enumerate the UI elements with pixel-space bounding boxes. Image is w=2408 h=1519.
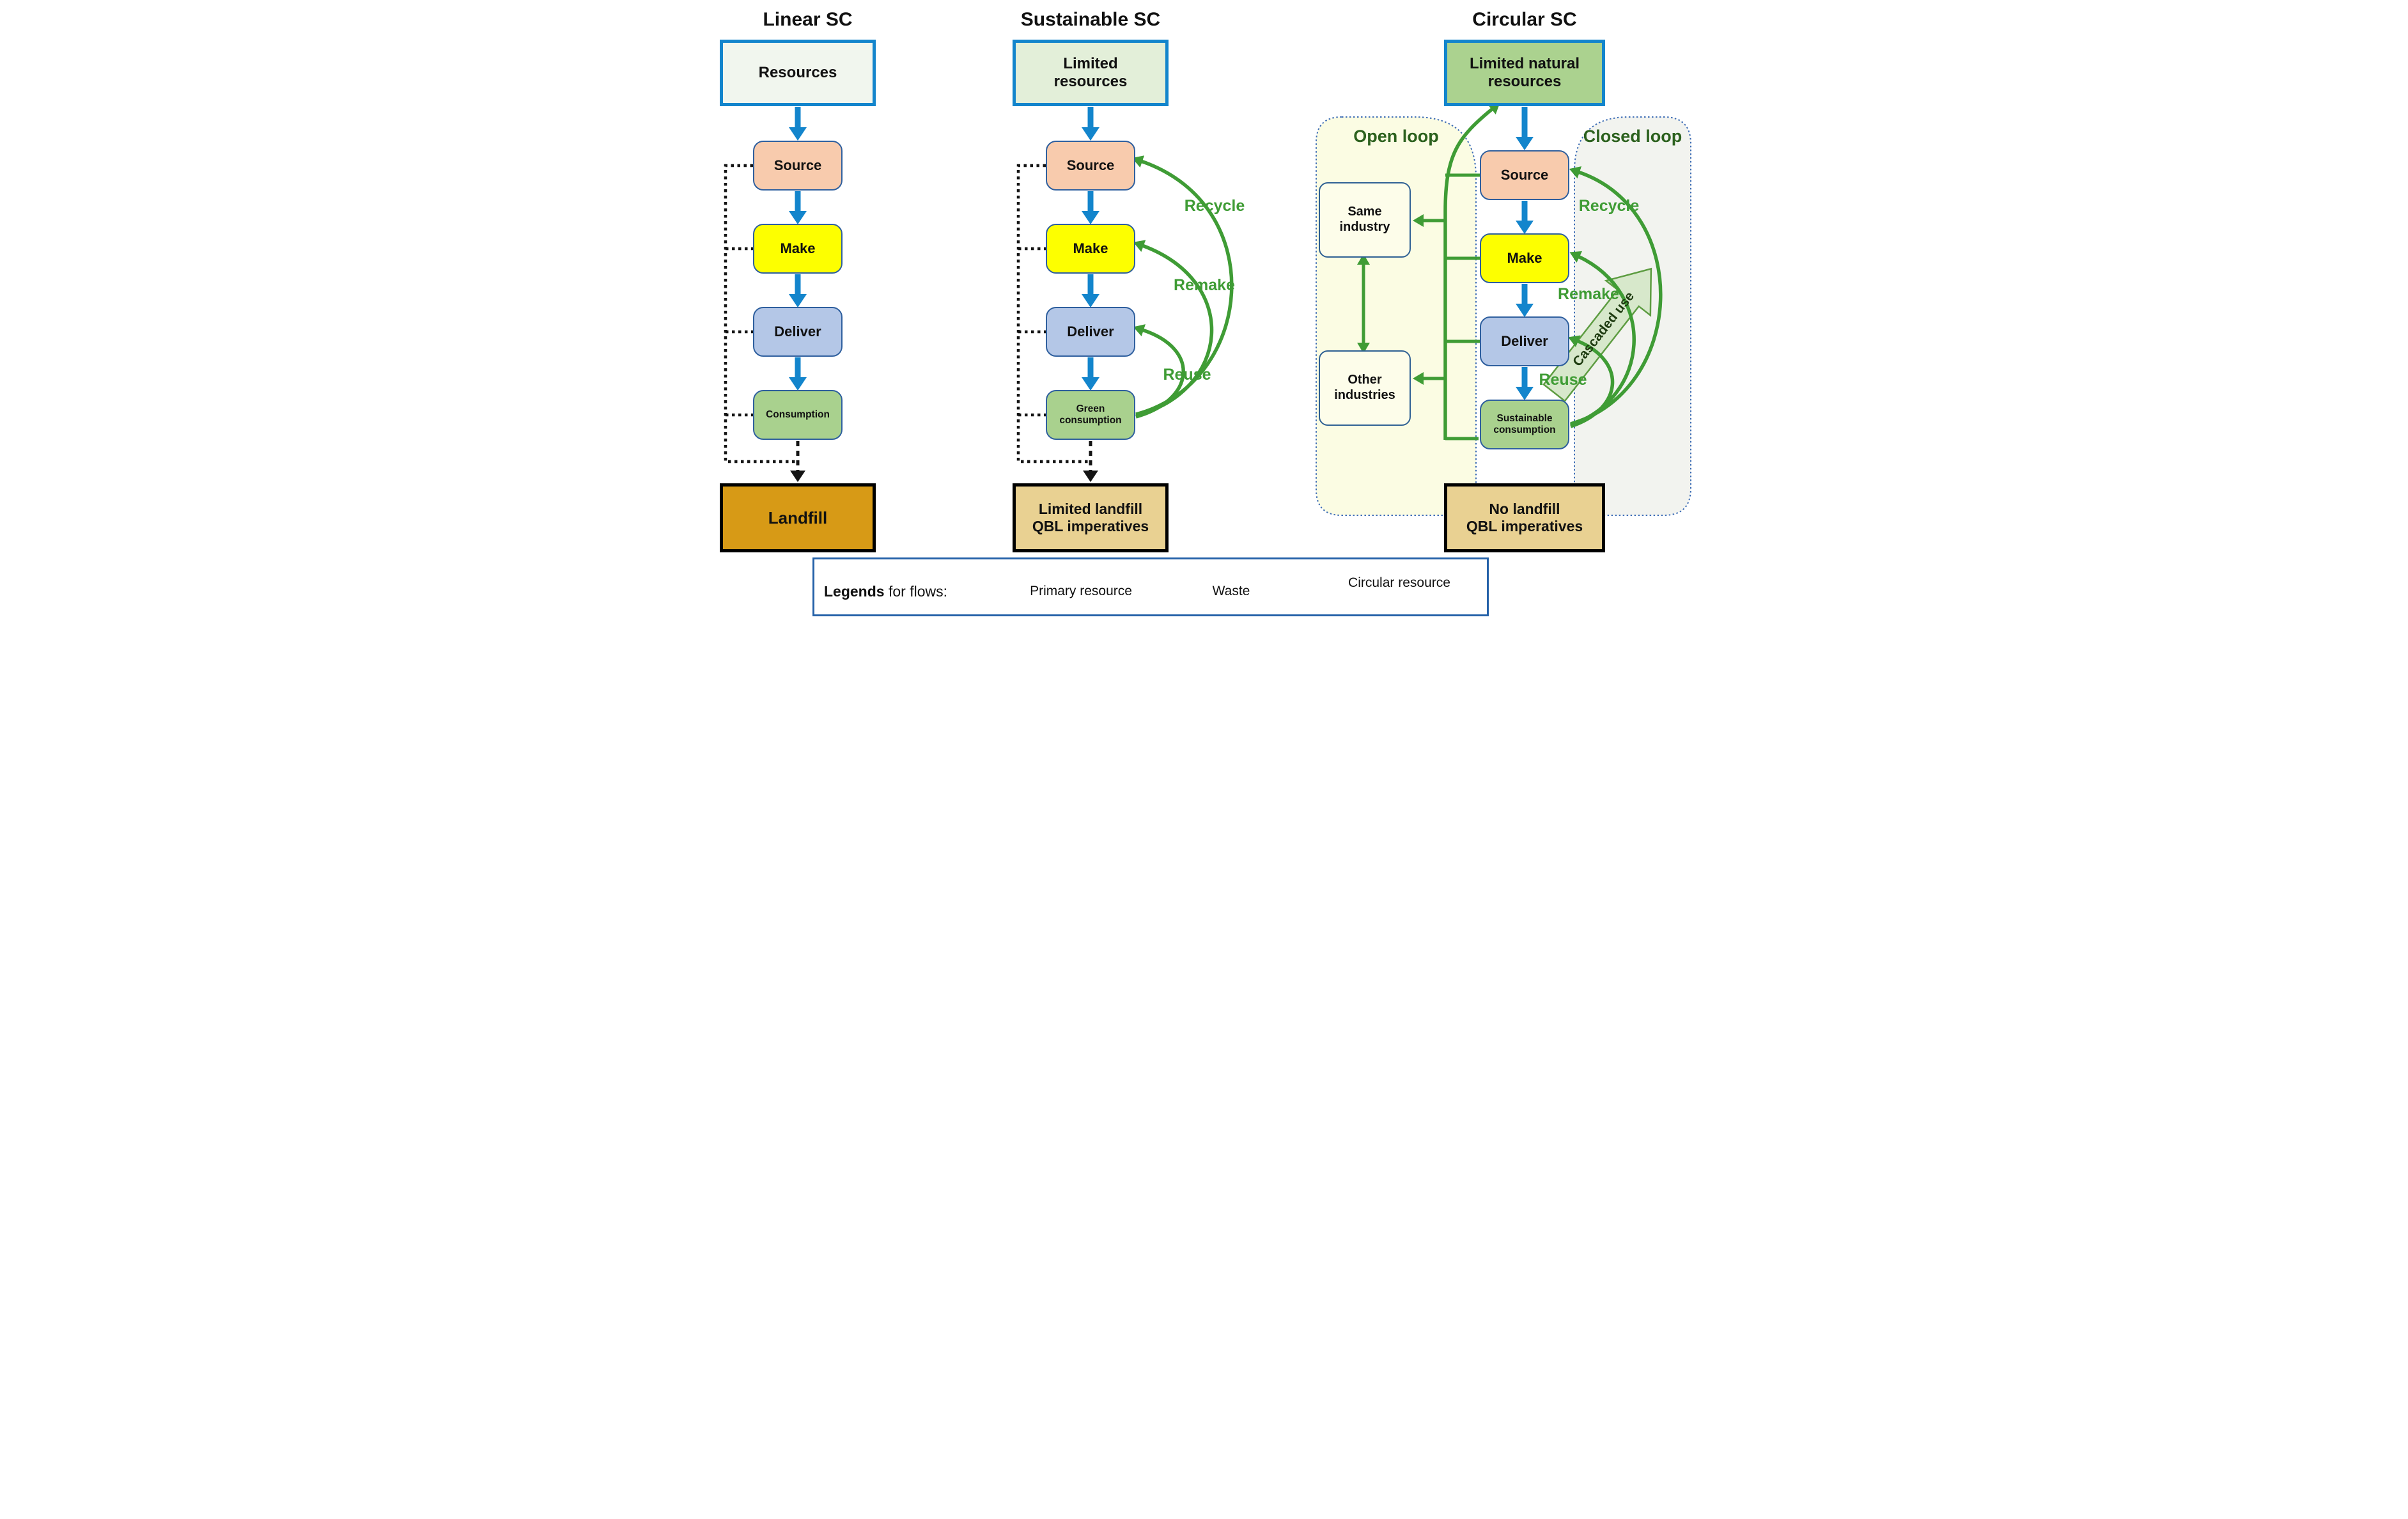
circular-remake-label: Remake [1558, 284, 1619, 303]
circular-landfill-box: No landfill QBL imperatives [1444, 483, 1605, 552]
sustainable-make-box: Make [1046, 224, 1135, 274]
sustainable-waste-lines [1016, 164, 1091, 463]
legend-circular-label: Circular resource [1348, 575, 1450, 590]
legend-box [812, 557, 1489, 616]
open-loop-label: Open loop [1353, 126, 1439, 146]
linear-source-box: Source [753, 141, 843, 191]
open-loop-branch-arrows [1413, 214, 1445, 385]
linear-waste-lines [724, 164, 798, 463]
circular-consumption-box: Sustainable consumption [1480, 400, 1569, 449]
sustainable-deliver-box: Deliver [1046, 307, 1135, 357]
sustainable-recycle-label: Recycle [1184, 196, 1245, 215]
sustainable-landfill-box: Limited landfill QBL imperatives [1013, 483, 1169, 552]
supply-chain-diagram: Linear SC Sustainable SC Circular SC Res… [710, 0, 1698, 623]
sustainable-source-box: Source [1046, 141, 1135, 191]
legend-heading-bold: Legends [824, 583, 885, 600]
circular-resources-box: Limited natural resources [1444, 40, 1605, 106]
sustainable-resources-box: Limited resources [1013, 40, 1169, 106]
legend-heading: Legends for flows: [824, 583, 1003, 600]
linear-landfill-box: Landfill [720, 483, 876, 552]
sustainable-consumption-box: Green consumption [1046, 390, 1135, 440]
circular-closed-loop-arcs [1568, 166, 1663, 428]
circular-deliver-box: Deliver [1480, 316, 1569, 366]
legend-heading-rest: for flows: [884, 583, 947, 600]
linear-title: Linear SC [763, 9, 853, 30]
circular-title: Circular SC [1472, 9, 1577, 30]
linear-deliver-box: Deliver [753, 307, 843, 357]
legend-waste-label: Waste [1212, 584, 1250, 598]
closed-loop-label: Closed loop [1583, 126, 1682, 146]
circular-collector-line [1443, 102, 1500, 440]
circular-make-box: Make [1480, 233, 1569, 283]
sustainable-title: Sustainable SC [1020, 9, 1161, 30]
same-industry-box: Same industry [1319, 182, 1411, 258]
linear-consumption-box: Consumption [753, 390, 843, 440]
circular-collector-branches [1445, 173, 1481, 440]
sustainable-reuse-label: Reuse [1163, 365, 1211, 384]
circular-reuse-label: Reuse [1539, 370, 1587, 389]
legend-primary-label: Primary resource [1030, 584, 1132, 598]
circular-recycle-label: Recycle [1578, 196, 1640, 215]
sustainable-remake-label: Remake [1174, 276, 1235, 294]
other-industries-box: Other industries [1319, 350, 1411, 426]
circular-source-box: Source [1480, 150, 1569, 200]
linear-resources-box: Resources [720, 40, 876, 106]
sustainable-circular-arcs [1131, 155, 1234, 419]
linear-make-box: Make [753, 224, 843, 274]
